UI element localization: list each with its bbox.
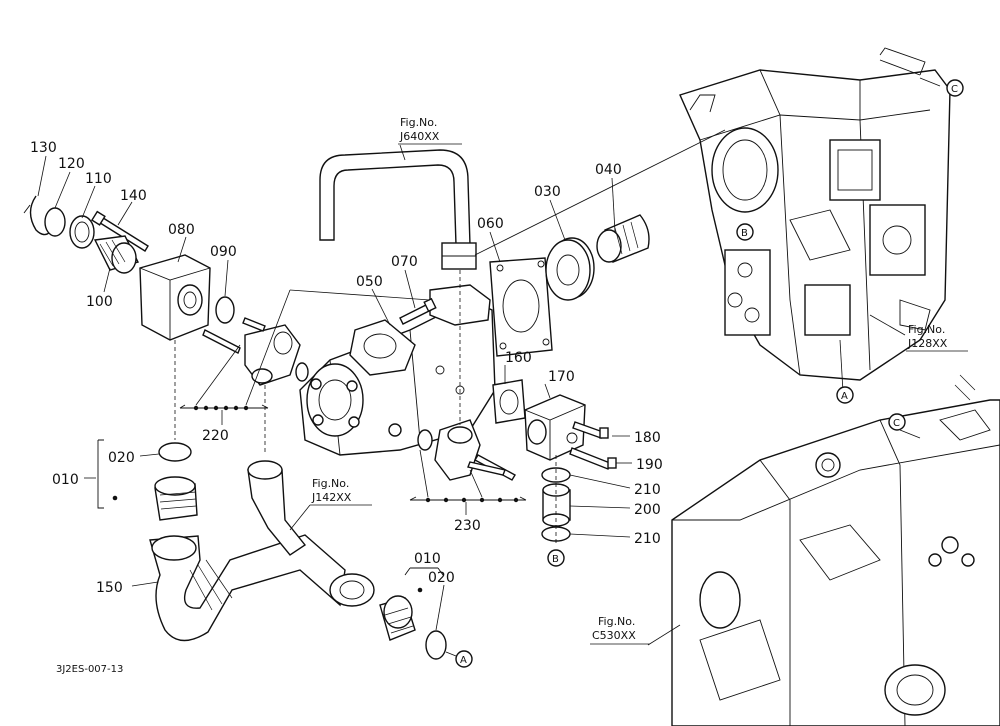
fig-caption: Fig.No. (312, 477, 349, 490)
marker-a-bottom: A (455, 650, 473, 668)
part-label: 170 (548, 369, 575, 385)
marker-c-top: C (946, 79, 964, 97)
bolt-190 (569, 447, 617, 470)
hose-upper-segment (247, 460, 307, 556)
o-ring-020-bottom (425, 630, 447, 660)
fig-code: J142XX (311, 491, 352, 504)
filter-100 (93, 235, 140, 274)
fig-ref-j640: Fig.No. J640XX (398, 116, 462, 145)
svg-text:C: C (951, 84, 958, 95)
gear-040 (596, 214, 650, 263)
bracket-010-bottom (404, 567, 444, 576)
elbow-fitting (202, 317, 309, 386)
bearing-030 (545, 237, 595, 301)
bracket-010-left (97, 439, 104, 509)
o-ring-090 (215, 296, 235, 324)
sleeve-200 (542, 483, 571, 527)
part-label: 160 (505, 350, 532, 366)
leader-lines (37, 77, 941, 646)
transmission-housing (679, 47, 951, 393)
adapter-010-bottom (379, 595, 416, 641)
fig-code: J640XX (399, 130, 440, 143)
part-label: 110 (85, 171, 112, 187)
drawing-code: 3J2ES-007-13 (56, 664, 123, 675)
marker-b-housing: B (736, 223, 754, 241)
bolt-070 (399, 297, 437, 325)
part-label: 140 (120, 188, 147, 204)
svg-text:C: C (893, 418, 900, 429)
part-label: 120 (58, 156, 85, 172)
marker-c-lower: C (888, 413, 906, 431)
part-label: 130 (30, 140, 57, 156)
part-label: 030 (534, 184, 561, 200)
part-label: 020 (108, 450, 135, 466)
fig-caption: Fig.No. (598, 615, 635, 628)
svg-text:B: B (552, 554, 559, 565)
center-fitting (417, 270, 516, 481)
part-label: 010 (52, 472, 79, 488)
fig-ref-j142: Fig.No. J142XX (310, 477, 372, 506)
small-parts-230 (409, 449, 527, 503)
part-label: 100 (86, 294, 113, 310)
fig-caption: Fig.No. (908, 323, 945, 336)
hose-150 (149, 534, 375, 642)
seal-110 (69, 215, 95, 249)
o-ring-020-left (158, 442, 192, 462)
part-label: 230 (454, 518, 481, 534)
part-label: 010 (414, 551, 441, 567)
marker-b-center: B (547, 549, 565, 567)
part-label: 210 (634, 531, 661, 547)
fig-ref-c530: Fig.No. C530XX (590, 615, 650, 645)
block-170 (524, 394, 586, 461)
svg-text:A: A (460, 655, 467, 666)
svg-text:B: B (741, 228, 748, 239)
part-label: 220 (202, 428, 229, 444)
lower-housing (671, 374, 1000, 726)
part-label: 200 (634, 502, 661, 518)
housing-080 (139, 254, 211, 341)
gasket-060 (489, 257, 553, 357)
gasket-160 (492, 379, 526, 424)
svg-text:A: A (841, 391, 848, 402)
part-label: 190 (636, 457, 663, 473)
part-label: 090 (210, 244, 237, 260)
ring-120 (44, 207, 66, 237)
part-label: 180 (634, 430, 661, 446)
part-label: 050 (356, 274, 383, 290)
fig-code: C530XX (592, 629, 636, 642)
part-label: 020 (428, 570, 455, 586)
hydraulic-pump-050 (299, 284, 496, 456)
fig-caption: Fig.No. (400, 116, 437, 129)
part-label: 150 (96, 580, 123, 596)
part-label: 210 (634, 482, 661, 498)
part-labels: 130 120 110 140 080 090 100 050 070 060 … (30, 140, 663, 596)
part-label: 060 (477, 216, 504, 232)
part-label: 070 (391, 254, 418, 270)
marker-a-housing: A (836, 386, 854, 404)
part-label: 040 (595, 162, 622, 178)
bolt-140 (90, 210, 149, 252)
fig-code: J128XX (907, 337, 948, 350)
fig-ref-j128: Fig.No. J128XX (906, 323, 968, 352)
adapter-010-left (154, 476, 198, 521)
bolt-180 (572, 421, 609, 439)
upper-pipe (319, 149, 477, 270)
part-label: 080 (168, 222, 195, 238)
